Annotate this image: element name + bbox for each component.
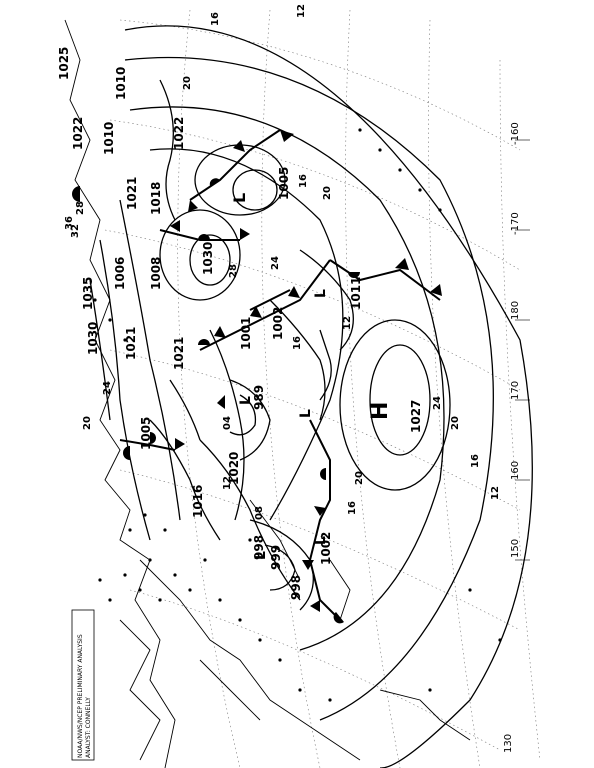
isobar-tag: 16: [210, 12, 221, 26]
graticule: [104, 9, 541, 768]
pressure-label: 999: [269, 545, 283, 570]
pressure-label: 1008: [149, 257, 163, 290]
pressure-label: 1020: [227, 452, 241, 485]
pressure-label: 1027: [409, 400, 423, 433]
isobar-tag: 28: [75, 201, 86, 215]
longitude-label: -170: [510, 212, 521, 235]
low-pressure-symbol: L: [238, 396, 254, 405]
pressure-label: 1022: [71, 117, 85, 150]
pressure-label: 1018: [149, 182, 163, 215]
pressure-systems: H L L L L L L: [230, 193, 393, 560]
isobar-tag: 16: [470, 454, 481, 468]
longitude-label: -160: [510, 122, 521, 145]
isobar-tag: 24: [270, 256, 281, 270]
longitude-labels: 130 150 160 170 180 -170 -160: [503, 122, 521, 753]
longitude-label: 170: [510, 381, 521, 400]
pressure-label: 1005: [139, 417, 153, 450]
isobar-tag: 20: [322, 186, 333, 200]
high-pressure-symbol: H: [368, 402, 393, 420]
pressure-label: 1011: [349, 277, 363, 310]
isobar-tag: 16: [298, 174, 309, 188]
isobar-tag: 16: [292, 336, 303, 350]
longitude-label: 130: [503, 734, 514, 753]
pressure-label: 1035: [81, 277, 95, 310]
low-pressure-symbol: L: [313, 536, 329, 545]
longitude-label: 160: [510, 461, 521, 480]
isobar-tag: 24: [102, 381, 113, 395]
isobar-tag: 12: [342, 316, 353, 330]
isobar-tag: 20: [82, 416, 93, 430]
pressure-label: 1010: [114, 67, 128, 100]
isobar-tags: 12 16 20 24 28 20 16 12 16 20 24 20 16 1…: [64, 4, 501, 520]
isobar-tag: 08: [254, 506, 265, 520]
pressure-label: 998: [289, 575, 303, 600]
longitude-label: 150: [510, 539, 521, 558]
low-pressure-symbol: L: [298, 409, 314, 418]
isobar-tag: 36: [64, 216, 75, 230]
longitude-label: 180: [510, 301, 521, 320]
low-pressure-symbol: L: [230, 193, 249, 203]
isobar-tag: 28: [228, 264, 239, 278]
header-line: ANALYST: CONNELLY: [85, 697, 92, 758]
pressure-label: 1021: [124, 327, 138, 360]
pressure-label: 1016: [191, 485, 205, 518]
isobar-tag: 32: [70, 224, 81, 238]
chart-header: NOAA/NWS/NCEP PRELIMINARY ANALYSIS ANALY…: [71, 609, 95, 761]
header-line: NOAA/NWS/NCEP PRELIMINARY ANALYSIS: [77, 634, 84, 758]
isobar-tag: 20: [450, 416, 461, 430]
pressure-label: 1030: [201, 242, 215, 275]
isobar-tag: 24: [432, 396, 443, 410]
pressure-label: 1006: [113, 257, 127, 290]
pressure-label: 989: [252, 385, 266, 410]
pressure-label: 1005: [277, 167, 291, 200]
isobar-tag: 12: [222, 476, 233, 490]
isobar-tag: 12: [296, 4, 307, 18]
front-symbols: [72, 130, 442, 624]
station-plots: [93, 128, 502, 702]
low-pressure-symbol: L: [253, 551, 269, 560]
pressure-label: 1001: [239, 317, 253, 350]
graticule-ticks: [515, 139, 530, 561]
pressure-label: 1022: [172, 117, 186, 150]
pressure-label: 1010: [102, 122, 116, 155]
pressure-label: 1021: [125, 177, 139, 210]
pressure-label: 1002: [271, 307, 285, 340]
isobar-tag: 20: [354, 471, 365, 485]
pressure-label: 998: [252, 535, 266, 560]
pressure-labels: 1005 1027 1002 1011 989 1030 1020 1016 9…: [57, 47, 423, 600]
pressure-label: 1021: [172, 337, 186, 370]
pressure-label: 1025: [57, 47, 71, 80]
isobar-tag: 12: [490, 486, 501, 500]
isobar-tag: 04: [222, 416, 233, 430]
isobar-tag: 16: [347, 501, 358, 515]
pressure-label: 1030: [86, 322, 100, 355]
isobar-tag: 20: [182, 76, 193, 90]
pressure-label: 1002: [319, 532, 333, 565]
low-pressure-symbol: L: [313, 289, 329, 298]
isobars: [89, 25, 533, 768]
